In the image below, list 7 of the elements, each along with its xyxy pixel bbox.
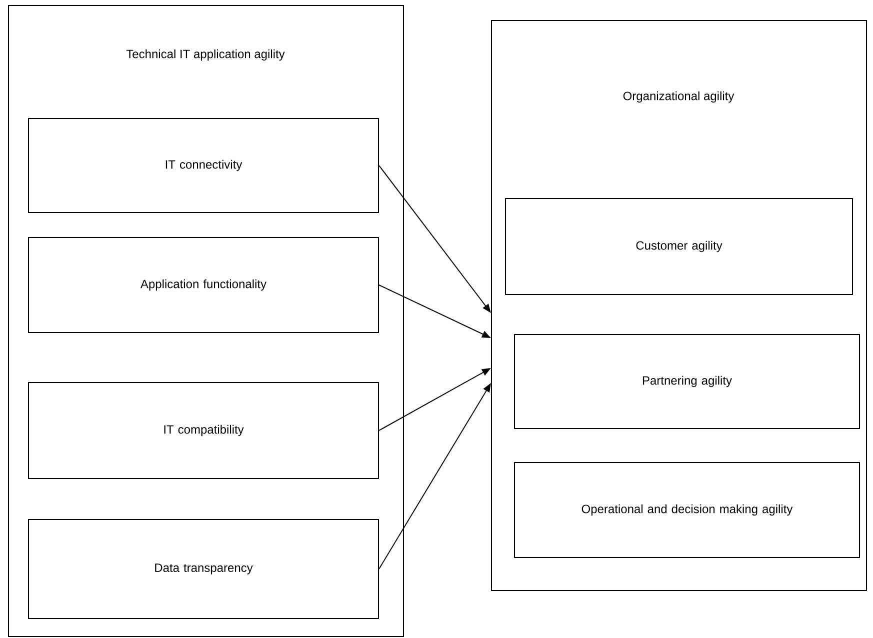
process-box: IT compatibility [28, 382, 379, 479]
process-box: IT connectivity [28, 118, 379, 213]
process-box: Partnering agility [514, 334, 860, 429]
process-box: Application functionality [28, 237, 379, 333]
process-box: Data transparency [28, 519, 379, 619]
process-box: Operational and decision making agility [514, 462, 860, 558]
process-box: Customer agility [505, 198, 853, 295]
